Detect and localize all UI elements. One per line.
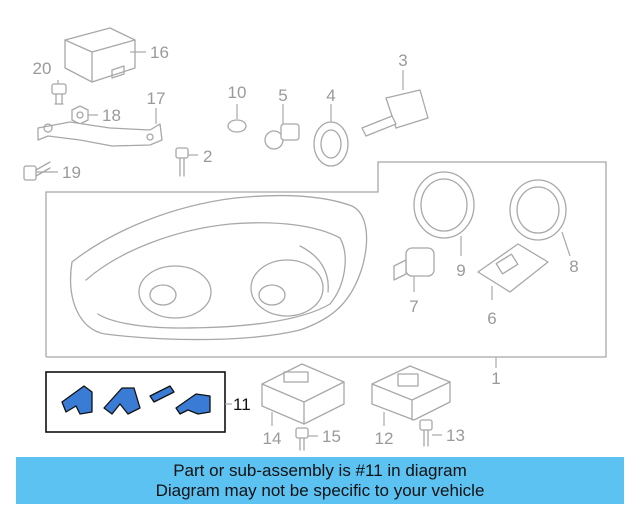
callout-2: 2 — [203, 147, 212, 166]
part-9-cap-ring — [413, 171, 475, 256]
part-12-ballast — [371, 365, 451, 426]
callout-8: 8 — [569, 257, 578, 276]
part-8-cap-ring — [509, 179, 571, 257]
part-19-screw — [23, 161, 58, 181]
callout-20: 20 — [33, 59, 52, 78]
exploded-parts-diagram: 1 2 3 4 5 6 7 8 9 10 11 12 13 14 15 16 1… — [23, 27, 607, 451]
callout-10: 10 — [228, 83, 247, 102]
headlamp-housing — [70, 195, 368, 341]
part-16-control-module — [64, 27, 146, 83]
part-15-screw — [295, 427, 318, 451]
part-4-socket — [313, 104, 349, 167]
part-2-screw — [175, 147, 198, 177]
banner-line-part-number: Part or sub-assembly is #11 in diagram — [173, 461, 467, 480]
callout-13: 13 — [446, 426, 465, 445]
info-banner: Part or sub-assembly is #11 in diagram D… — [16, 457, 624, 504]
part-17-bracket — [37, 108, 163, 147]
callout-14: 14 — [263, 429, 282, 448]
callout-15: 15 — [322, 427, 341, 446]
callout-19: 19 — [62, 163, 81, 182]
callout-18: 18 — [102, 106, 121, 125]
callout-16: 16 — [150, 43, 169, 62]
part-3-xenon-bulb — [361, 70, 429, 137]
callout-9: 9 — [456, 261, 465, 280]
part-20-bolt — [51, 80, 67, 105]
callout-6: 6 — [487, 309, 496, 328]
callout-17: 17 — [147, 89, 166, 108]
callout-5: 5 — [278, 86, 287, 105]
banner-line-disclaimer: Diagram may not be specific to your vehi… — [155, 481, 485, 500]
callout-7: 7 — [409, 297, 418, 316]
part-10-clip — [227, 104, 247, 133]
part-13-screw — [419, 419, 442, 447]
part-14-module — [261, 363, 345, 426]
callout-12: 12 — [375, 429, 394, 448]
callout-11: 11 — [233, 395, 251, 414]
callout-4: 4 — [326, 86, 335, 105]
part-11-bracket-kit — [45, 371, 232, 433]
part-6-control-board — [477, 243, 549, 300]
headlamp-assembly-frame — [45, 161, 607, 358]
callout-1: 1 — [491, 369, 500, 388]
callout-3: 3 — [398, 51, 407, 70]
part-7-bulb — [393, 247, 435, 292]
part-5-bulb — [264, 104, 300, 150]
part-18-nut — [71, 105, 98, 125]
